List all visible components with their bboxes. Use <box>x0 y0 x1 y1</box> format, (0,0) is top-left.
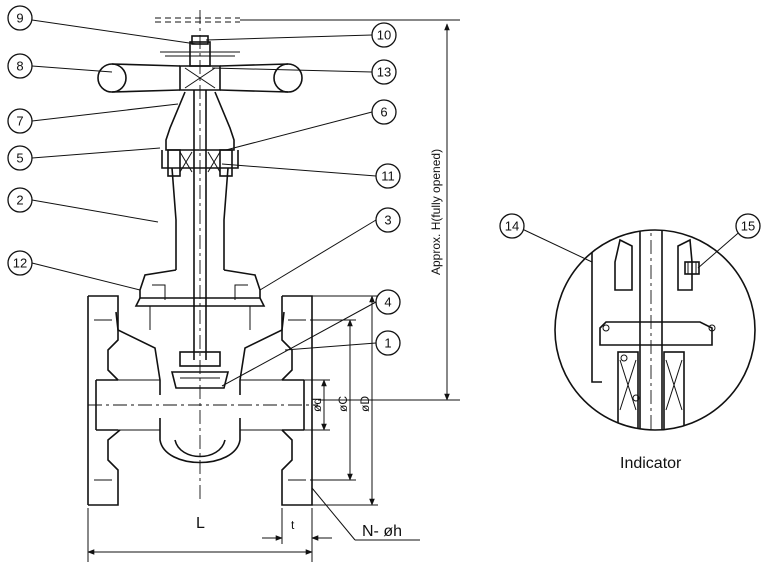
balloon-4: 4 <box>375 289 401 315</box>
balloon-15-label: 15 <box>741 219 755 234</box>
od-dim-label: øD <box>358 396 372 412</box>
balloon-2-label: 2 <box>16 193 23 208</box>
balloon-15: 15 <box>735 213 761 239</box>
balloon-6-label: 6 <box>380 105 387 120</box>
height-dim-label: Approx. H(fully opened) <box>429 149 443 275</box>
handwheel <box>97 35 303 93</box>
indicator-detail: 14 15 Indicator <box>499 213 761 472</box>
balloon-10-label: 10 <box>377 28 391 43</box>
bore-dim-label: ød <box>310 398 324 412</box>
balloon-3: 3 <box>375 207 401 233</box>
balloon-13: 13 <box>371 59 397 85</box>
balloon-9: 9 <box>7 5 33 31</box>
length-dim-label: L <box>196 515 205 532</box>
balloon-3-label: 3 <box>384 213 391 228</box>
balloon-11: 11 <box>375 163 401 189</box>
dimension-texts: Approx. H(fully opened) ød øC øD L t N- … <box>196 149 443 540</box>
gate-valve-section <box>87 10 460 506</box>
indicator-caption: Indicator <box>620 455 682 472</box>
balloon-11-label: 11 <box>381 169 395 184</box>
balloon-14-label: 14 <box>505 219 519 234</box>
balloon-5-label: 5 <box>16 151 23 166</box>
balloon-13-label: 13 <box>377 65 391 80</box>
part-callouts: 9 8 7 5 2 12 10 13 6 11 3 4 1 <box>7 5 401 387</box>
balloon-8: 8 <box>7 53 33 79</box>
dimension-lines <box>87 23 460 562</box>
balloon-1-label: 1 <box>384 336 391 351</box>
balloon-14: 14 <box>499 213 525 239</box>
bolt-holes-label: N- øh <box>362 523 402 540</box>
balloon-12: 12 <box>7 250 33 276</box>
thickness-dim-label: t <box>291 518 295 532</box>
balloon-1: 1 <box>375 330 401 356</box>
balloon-10: 10 <box>371 22 397 48</box>
balloon-7-label: 7 <box>16 114 23 129</box>
balloon-6: 6 <box>371 99 397 125</box>
balloon-9-label: 9 <box>16 11 23 26</box>
pitch-dim-label: øC <box>336 396 350 412</box>
balloon-7: 7 <box>7 108 33 134</box>
balloon-8-label: 8 <box>16 59 23 74</box>
balloon-4-label: 4 <box>384 295 391 310</box>
balloon-2: 2 <box>7 187 33 213</box>
balloon-5: 5 <box>7 145 33 171</box>
balloon-12-label: 12 <box>13 256 27 271</box>
